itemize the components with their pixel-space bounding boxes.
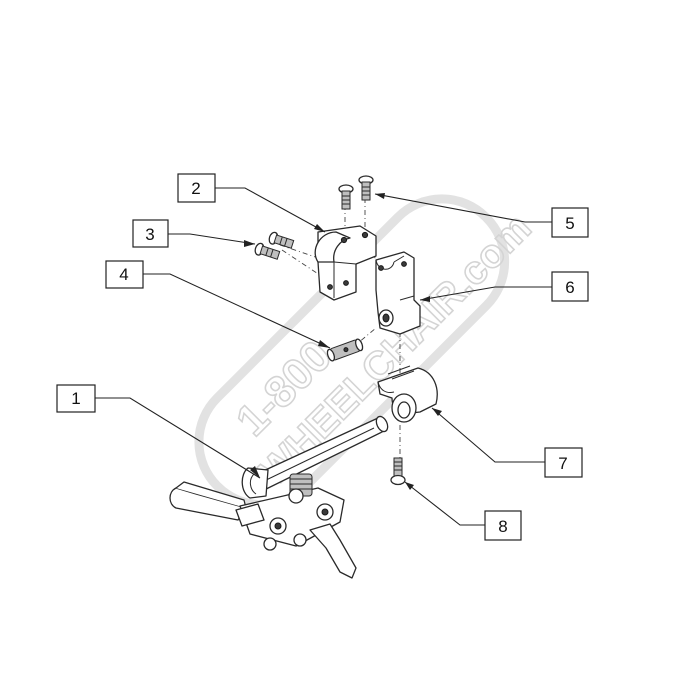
- callout-8: 8: [484, 510, 522, 541]
- part-6-clamp-block: [375, 251, 421, 335]
- part-7-tube-clamp: [377, 365, 438, 423]
- leader-7: [431, 407, 545, 463]
- callout-4: 4: [105, 260, 144, 289]
- callout-3: 3: [132, 219, 169, 248]
- arrowheads: [244, 193, 442, 490]
- part-2-clamp-bracket: [314, 225, 377, 301]
- leader-lines: [95, 187, 552, 526]
- callout-1: 1: [56, 384, 96, 413]
- callout-3-number: 3: [145, 225, 154, 244]
- leader-5: [374, 193, 552, 223]
- callout-2-number: 2: [191, 179, 200, 198]
- part-1-brake-assembly: [169, 415, 389, 579]
- leader-3: [168, 233, 256, 245]
- callout-4-number: 4: [119, 265, 128, 284]
- callout-7: 7: [544, 447, 583, 478]
- callout-6-number: 6: [565, 278, 574, 297]
- callout-1-number: 1: [71, 389, 80, 408]
- leader-2: [215, 187, 326, 233]
- callouts: 1 2 3 4 5 6 7 8: [56, 173, 589, 541]
- callout-8-number: 8: [498, 517, 507, 536]
- callout-5: 5: [551, 207, 589, 238]
- part-8-screw: [390, 457, 406, 486]
- callout-7-number: 7: [558, 454, 567, 473]
- part-4-pin: [326, 338, 364, 362]
- leader-6: [419, 286, 552, 301]
- leader-1: [95, 397, 261, 479]
- leader-4: [143, 273, 331, 349]
- callout-2: 2: [177, 173, 216, 203]
- leader-8: [404, 481, 485, 526]
- part-3-screws: [254, 231, 295, 260]
- part-5-screws: [338, 175, 374, 210]
- callout-6: 6: [551, 271, 589, 302]
- callout-5-number: 5: [565, 214, 574, 233]
